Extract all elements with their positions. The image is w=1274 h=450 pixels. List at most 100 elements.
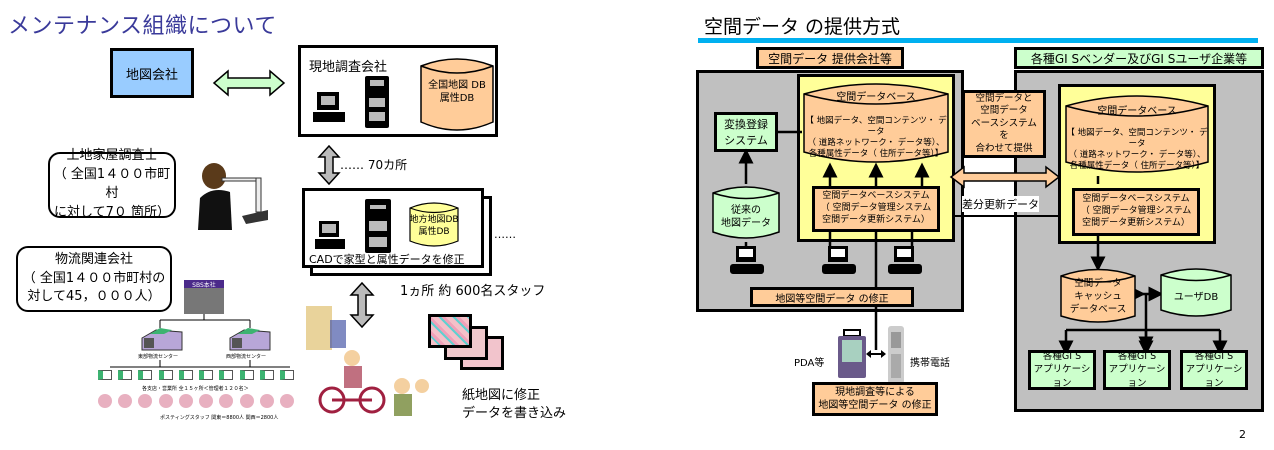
paper-map-caption-2: データを書き込み: [462, 406, 567, 421]
gis-app-box-3: 各種GI S アプリケーション: [1180, 350, 1248, 390]
map-company-label: 地図会社: [125, 67, 178, 83]
server-icon: [365, 76, 389, 128]
survey-company-title: 現地調査会社: [309, 60, 388, 75]
database-icon: [420, 58, 494, 131]
survey-company-box: 現地調査会社 全国地図 DB 属性DB: [298, 45, 498, 137]
vendor-system-line-2: （ 空間データ管理システム: [1080, 206, 1192, 217]
provider-header: 空間データ 提供会社等: [756, 47, 904, 69]
conversion-line-2: システム: [724, 134, 768, 147]
branch-row: [98, 370, 294, 382]
mobile-phone-icon: [888, 326, 904, 384]
map-edit-bar: 地図等空間データ の修正: [750, 287, 914, 307]
pda-icon: [838, 329, 866, 378]
vendor-db-line-1: 【 地図データ、空間コンテンツ・ データ: [1066, 128, 1208, 150]
database-icon: [1160, 268, 1232, 317]
west-center-label: 西部物流センター: [226, 354, 267, 360]
legacy-db-cylinder: 従来の 地図データ: [712, 184, 780, 242]
computer-icon: [730, 246, 764, 274]
gis-app-box-1: 各種GI S アプリケーション: [1028, 350, 1096, 390]
database-icon: [803, 83, 949, 163]
user-db-label: ユーザDB: [1173, 292, 1219, 303]
phone-label: 携帯電話: [910, 358, 950, 369]
provider-system-line-1: 空間データベースシステム: [822, 191, 930, 202]
surveyor-figure-icon: [198, 163, 268, 230]
right-slide-title: 空間データ の提供方式: [704, 16, 901, 38]
logistics-line-2: （ 全国1４００市町村の: [22, 270, 166, 286]
surveyor-bubble: 土地家屋調査士 （ 全国1４００市町村 に対して7０ 箇所）: [48, 148, 176, 220]
logistics-line-3: 対して45，０００人）: [27, 289, 161, 305]
paper-map-1: [428, 314, 472, 348]
computer-icon: [315, 221, 345, 249]
hq-label: SBS本社: [184, 280, 224, 289]
user-db-cylinder: ユーザDB: [1160, 266, 1232, 320]
vendor-connectors: [1058, 176, 1228, 356]
cache-db-line-1: 空間データ: [1074, 278, 1122, 289]
offer-line-2: 空間データ: [980, 105, 1028, 117]
provider-db-line-1: 【 地図データ、空間コンテンツ・ データ: [805, 116, 947, 138]
page-number: 2: [1239, 428, 1246, 441]
surveyor-line-2: （ 全国1４００市町村: [53, 167, 171, 201]
national-db-label-2: 属性DB: [439, 92, 475, 104]
gis-app-2-line-2: アプリケーション: [1108, 364, 1166, 389]
legacy-db-line-2: 地図データ: [721, 218, 771, 229]
field-staff-clipart: [306, 306, 429, 416]
double-arrow-icon: [212, 69, 286, 97]
offer-line-5: 合わせて提供: [975, 142, 1033, 154]
national-db-label-1: 全国地図 DB: [428, 80, 486, 91]
vendor-db-line-2: （ 道路ネットワーク・ データ等）、: [1068, 150, 1206, 161]
vendor-db-line-3: 各種属性データ（ 住所データ等）】: [1069, 161, 1205, 172]
gis-app-1-line-1: 各種GI S: [1042, 351, 1082, 363]
warehouse-icon: [229, 328, 271, 351]
local-db-label-2: 属性DB: [418, 226, 450, 237]
server-icon: [365, 199, 391, 253]
surveyor-line-1: 土地家屋調査士: [66, 148, 158, 164]
gis-app-1-line-2: アプリケーション: [1033, 364, 1091, 389]
offer-box: 空間データと 空間データ ベースシステム を 合わせて提供: [962, 90, 1046, 158]
provider-db-cylinder: 空間データベース 【 地図データ、空間コンテンツ・ データ （ 道路ネットワーク…: [802, 80, 950, 166]
pda-label: PDA等: [794, 358, 825, 369]
gis-app-3-line-1: 各種GI S: [1194, 351, 1234, 363]
field-edit-line-2: 地図等空間データ の修正: [818, 400, 932, 411]
vendor-system-box: 空間データベースシステム （ 空間データ管理システム 空間データ更新システム）: [1072, 188, 1200, 236]
gis-app-3-line-2: アプリケーション: [1185, 364, 1243, 389]
logistics-line-1: 物流関連会社: [54, 251, 133, 267]
title-underline: [698, 38, 1258, 43]
vendor-system-line-1: 空間データベースシステム: [1082, 194, 1190, 205]
local-db-cylinder: 地方地図DB 属性DB: [409, 201, 459, 249]
map-edit-label: 地図等空間データ の修正: [775, 293, 889, 305]
hq-building: SBS本社: [184, 280, 224, 314]
vertical-double-arrow-icon: [317, 144, 341, 186]
vendor-system-line-3: 空間データ更新システム）: [1082, 217, 1190, 228]
computer-icon: [822, 246, 856, 274]
logistics-bubble: 物流関連会社 （ 全国1４００市町村の 対して45，０００人）: [16, 246, 172, 312]
east-center-label: 東部物流センター: [138, 354, 179, 360]
gis-app-2-line-1: 各種GI S: [1117, 351, 1157, 363]
more-offices-ellipsis: ……: [494, 228, 516, 241]
vendor-db-title: 空間データベース: [1097, 106, 1177, 117]
local-db-label-1: 地方地図DB: [409, 215, 459, 225]
cache-db-line-2: キャッシュ: [1074, 290, 1122, 302]
provider-system-line-3: 空間データ更新システム）: [822, 214, 930, 225]
branch-note: 各支店・営業所 全１５ヶ所＜管理者１２０名＞: [142, 386, 249, 392]
warehouse-icon: [141, 328, 183, 351]
surveyor-line-3: に対して7０ 箇所）: [53, 204, 170, 220]
computer-icon: [888, 246, 922, 274]
database-icon: [712, 186, 780, 239]
vendor-header: 各種GI Sベンダー及びGI Sユーザ企業等: [1014, 47, 1264, 69]
provider-system-box: 空間データベースシステム （ 空間データ管理システム 空間データ更新システム）: [812, 186, 940, 232]
provider-system-line-2: （ 空間データ管理システム: [820, 203, 932, 214]
offer-line-4: を: [999, 130, 1009, 142]
map-company-box: 地図会社: [110, 48, 194, 98]
diff-update-label: 差分更新データ: [962, 196, 1039, 212]
vendor-db-cylinder: 空間データベース 【 地図データ、空間コンテンツ・ データ （ 道路ネットワーク…: [1064, 92, 1210, 176]
provider-db-line-3: 各種属性データ（ 住所データ等）】: [808, 149, 944, 160]
provider-db-title: 空間データベース: [836, 92, 916, 103]
legacy-db-line-1: 従来の: [731, 205, 761, 216]
computer-icon: [313, 92, 345, 122]
left-slide-title: メンテナンス組織について: [8, 14, 277, 39]
gis-app-box-2: 各種GI S アプリケーション: [1103, 350, 1171, 390]
provider-db-line-2: （ 道路ネットワーク・ データ等）、: [807, 138, 945, 149]
field-edit-line-1: 現地調査等による: [835, 386, 915, 398]
provider-header-label: 空間データ 提供会社等: [768, 51, 892, 66]
posting-staff-row: [98, 394, 294, 408]
